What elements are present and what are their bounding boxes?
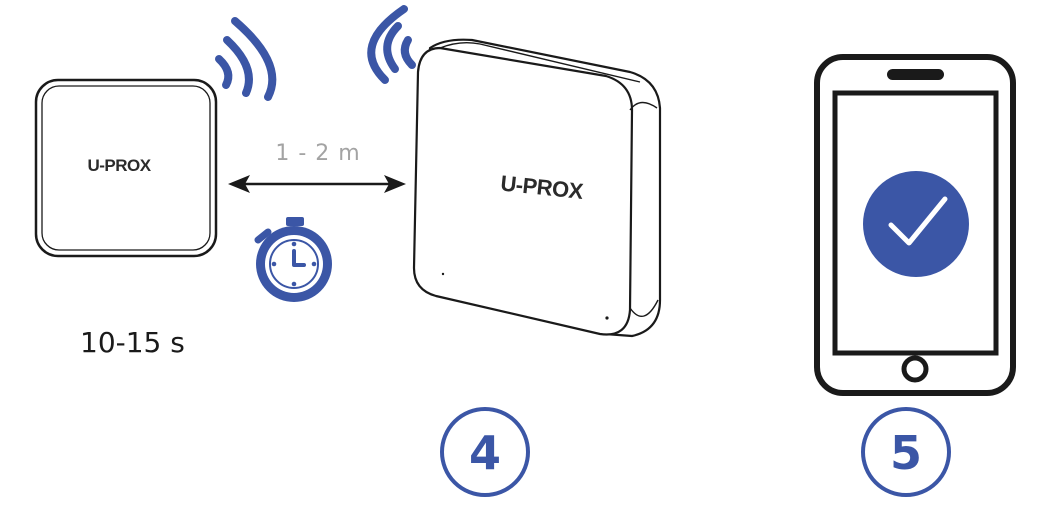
double-arrow-icon [228, 175, 406, 193]
left-device-brand: U-PROX [87, 156, 151, 175]
hub-device: U-PROX [412, 38, 662, 338]
step-number-4: 4 [469, 426, 501, 480]
time-label: 10-15 s [80, 326, 185, 359]
step-badge-4: 4 [440, 407, 530, 497]
distance-label: 1 - 2 m [275, 141, 360, 166]
step-badge-5: 5 [861, 407, 951, 497]
left-device: U-PROX [34, 78, 218, 258]
checkmark-icon [863, 171, 969, 277]
stopwatch-icon [254, 217, 332, 302]
wifi-signal-icon [367, 5, 416, 84]
step-number-5: 5 [890, 426, 922, 480]
wifi-signal-icon [215, 17, 277, 101]
